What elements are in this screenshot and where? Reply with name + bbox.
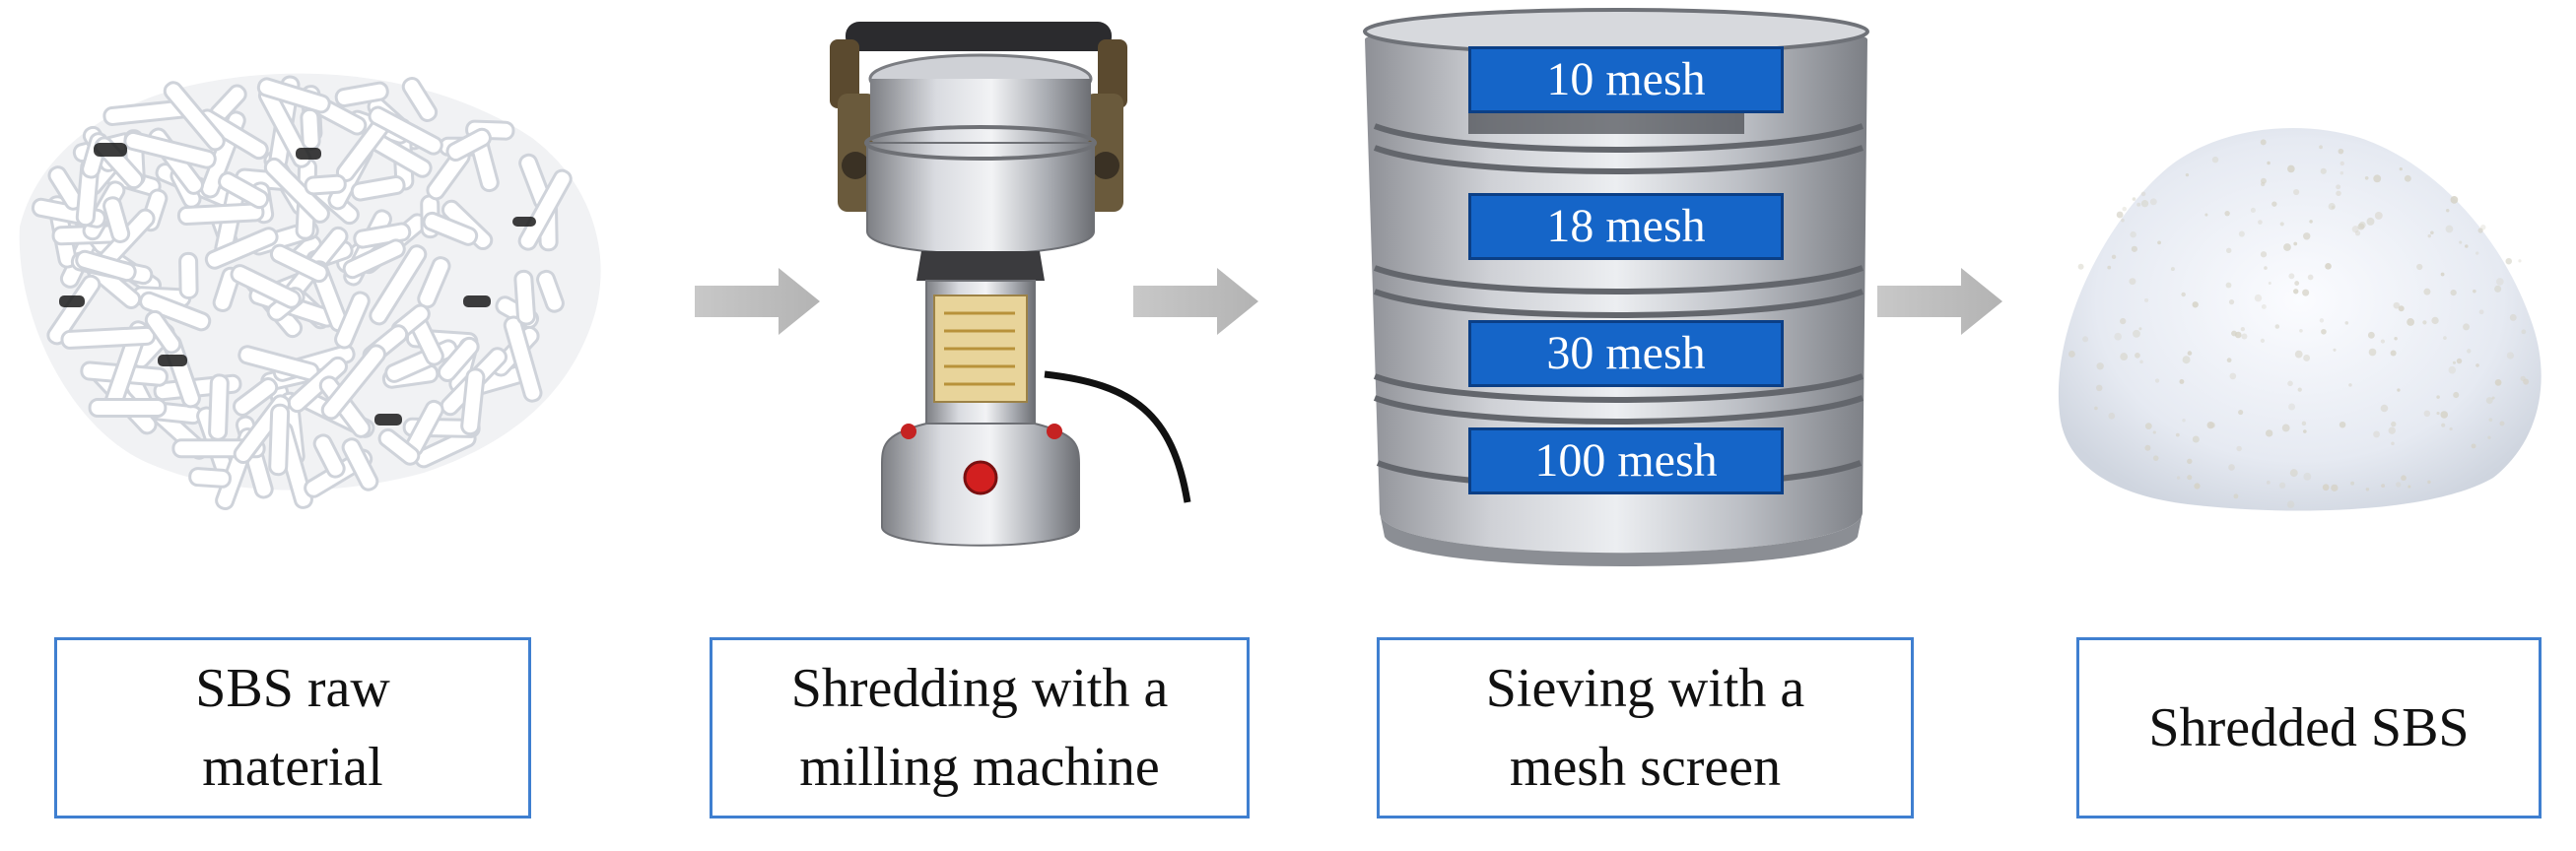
arrow-1 [695,268,820,335]
step-2-line-1: Shredding with a [790,658,1169,719]
mesh-label-30: 30 mesh [1468,320,1784,387]
mesh-label-100: 100 mesh [1468,427,1784,494]
step-4-line-1: Shredded SBS [2148,697,2470,758]
mesh-label-18: 18 mesh [1468,193,1784,260]
step-2-line-2: milling machine [799,737,1160,798]
arrow-3 [1877,268,2002,335]
arrow-2 [1133,268,1258,335]
sbs-raw-material-image [19,73,601,511]
step-1-line-1: SBS raw [195,658,390,719]
mesh-label-10: 10 mesh [1468,46,1784,113]
step-box-sbs-raw-material: SBS raw material [54,637,531,818]
step-box-shredding: Shredding with a milling machine [710,637,1250,818]
sieve-stack-image [1363,8,1869,566]
step-box-sieving: Sieving with a mesh screen [1377,637,1914,818]
milling-machine-image [830,22,1191,547]
step-3-line-2: mesh screen [1509,737,1782,798]
step-1-line-2: material [202,737,383,798]
shredded-sbs-image [2058,128,2542,511]
step-3-line-1: Sieving with a [1485,658,1805,719]
step-box-shredded-sbs: Shredded SBS [2076,637,2542,818]
